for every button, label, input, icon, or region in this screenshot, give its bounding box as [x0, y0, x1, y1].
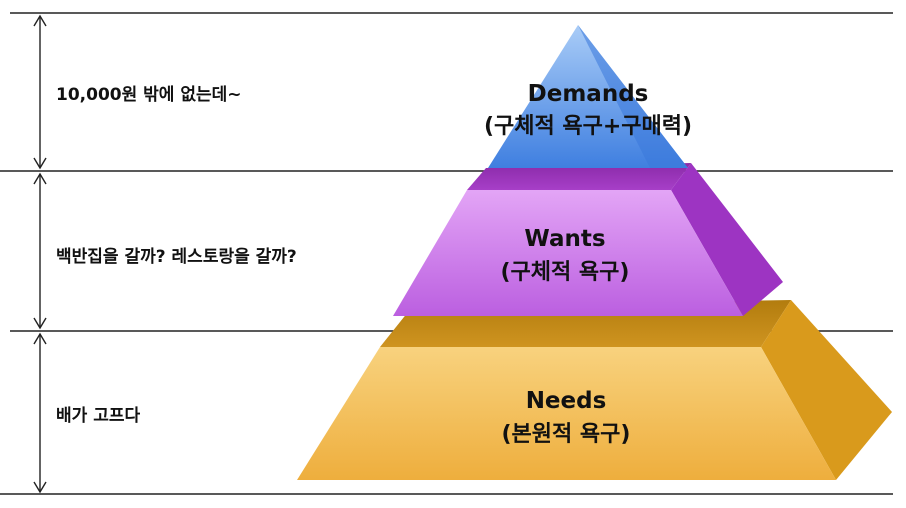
- wants-note: 백반집을 갈까? 레스토랑을 갈까?: [56, 247, 297, 267]
- wants-block: [393, 163, 783, 316]
- needs-title: Needs: [526, 388, 607, 414]
- demands-block: [488, 25, 688, 168]
- arrow-needs: [33, 332, 47, 494]
- demands-shade: [578, 25, 688, 168]
- arrow-wants: [33, 172, 47, 330]
- needs-front-face: [297, 347, 836, 480]
- demands-note: 10,000원 밖에 없는데~: [56, 85, 242, 105]
- needs-note: 배가 고프다: [56, 406, 140, 426]
- needs-subtitle: (본원적 욕구): [502, 422, 631, 447]
- needs-side-face: [761, 300, 892, 480]
- wants-subtitle: (구체적 욕구): [501, 260, 630, 285]
- arrow-demands: [33, 14, 47, 170]
- demands-title: Demands: [528, 81, 649, 107]
- wants-side-face: [671, 163, 783, 316]
- wants-title: Wants: [524, 226, 605, 252]
- demands-subtitle: (구체적 욕구+구매력): [484, 114, 692, 139]
- wants-top-face: [467, 163, 691, 190]
- wants-front-face: [393, 190, 743, 316]
